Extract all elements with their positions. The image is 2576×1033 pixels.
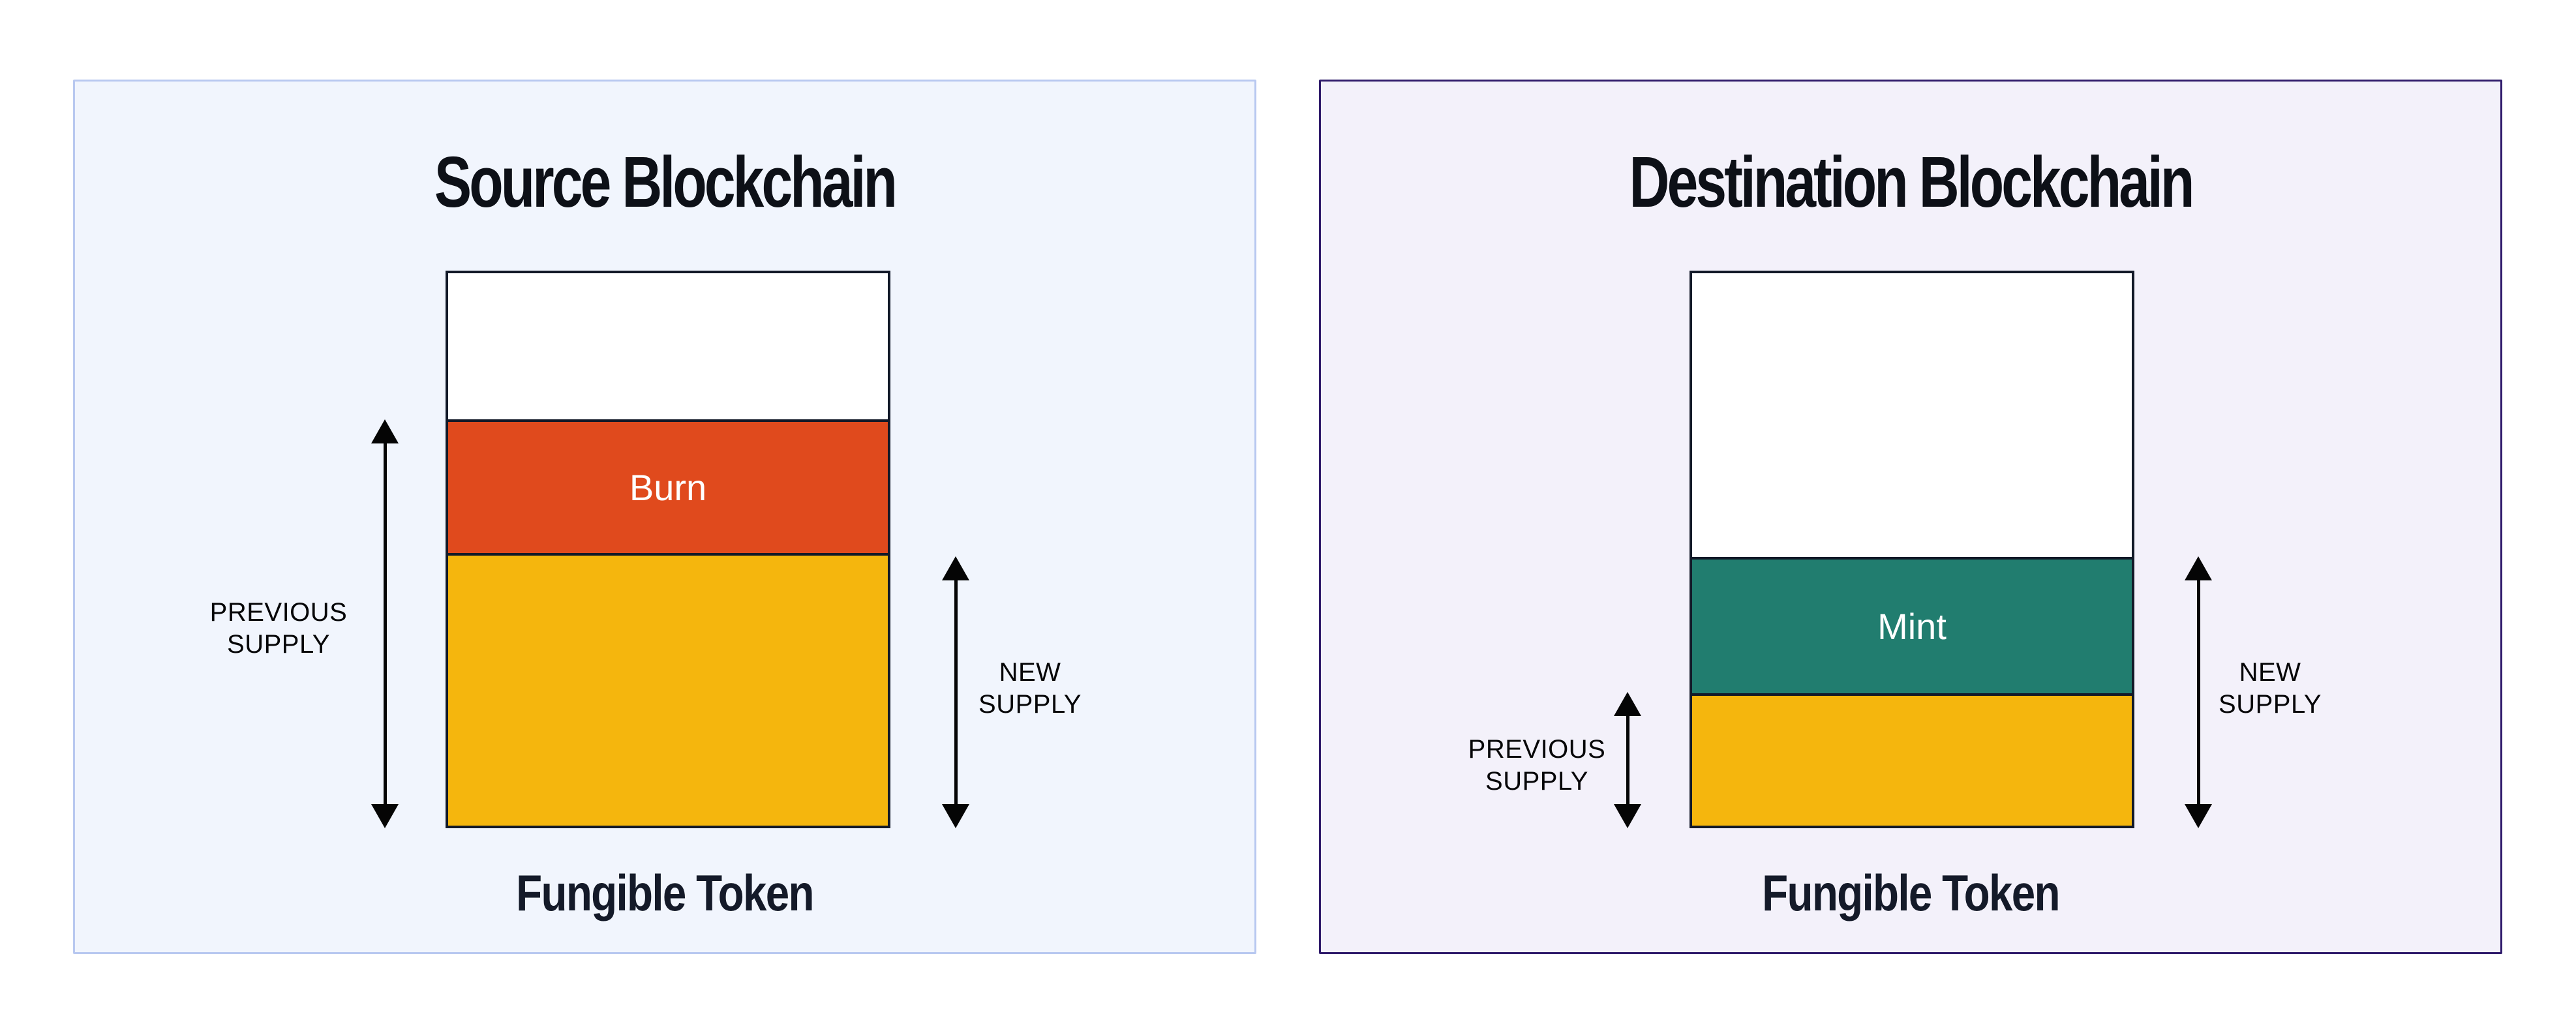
arrow-head-down-icon xyxy=(1614,804,1641,828)
arrow-head-up-icon xyxy=(2185,556,2212,580)
arrow-head-down-icon xyxy=(942,804,969,828)
page-title: Source Blockchain xyxy=(434,142,898,222)
arrow-stem xyxy=(383,443,387,804)
new-supply-arrow xyxy=(2184,556,2213,828)
new-supply-label: NEW SUPPLY xyxy=(2166,657,2374,721)
arrow-stem xyxy=(954,580,958,804)
new-supply-arrow xyxy=(941,556,970,828)
previous-supply-label-line1: PREVIOUS xyxy=(209,598,348,627)
new-supply-label-line1: NEW xyxy=(2239,658,2301,687)
arrow-head-up-icon xyxy=(371,419,399,443)
destination-blockchain-panel: Destination Blockchain Mint PREVIOUS SUP… xyxy=(1319,80,2502,954)
token-supply-bar: Burn xyxy=(446,271,890,828)
bar-segment-remaining-supply xyxy=(448,553,888,826)
fungible-token-caption: Fungible Token xyxy=(516,864,814,921)
previous-supply-arrow xyxy=(1613,692,1642,828)
previous-supply-label: PREVIOUS SUPPLY xyxy=(174,597,383,661)
arrow-stem xyxy=(2196,580,2200,804)
mint-segment-label: Mint xyxy=(1877,605,1947,647)
bar-segment-empty xyxy=(1692,273,2132,557)
arrow-head-up-icon xyxy=(1614,692,1641,716)
new-supply-label-line2: SUPPLY xyxy=(978,690,1082,719)
burn-segment-label: Burn xyxy=(629,466,707,508)
bar-segment-burn: Burn xyxy=(448,419,888,553)
bar-segment-empty xyxy=(448,273,888,419)
arrow-stem xyxy=(1626,716,1629,804)
arrow-head-up-icon xyxy=(942,556,969,580)
new-supply-label: NEW SUPPLY xyxy=(926,657,1134,721)
new-supply-label-line2: SUPPLY xyxy=(2219,690,2322,719)
arrow-head-down-icon xyxy=(2185,804,2212,828)
previous-supply-label-line1: PREVIOUS xyxy=(1468,735,1606,764)
page-title: Destination Blockchain xyxy=(1629,142,2195,222)
new-supply-label-line1: NEW xyxy=(999,658,1061,687)
arrow-head-down-icon xyxy=(371,804,399,828)
bar-segment-mint: Mint xyxy=(1692,557,2132,693)
fungible-token-caption: Fungible Token xyxy=(1762,864,2060,921)
previous-supply-label-line2: SUPPLY xyxy=(227,630,330,659)
token-supply-bar: Mint xyxy=(1690,271,2134,828)
previous-supply-label: PREVIOUS SUPPLY xyxy=(1432,734,1641,798)
previous-supply-arrow xyxy=(371,419,399,828)
bar-segment-previous-supply xyxy=(1692,693,2132,826)
source-blockchain-panel: Source Blockchain Burn PREVIOUS SUPPLY N… xyxy=(73,80,1256,954)
previous-supply-label-line2: SUPPLY xyxy=(1485,767,1588,796)
